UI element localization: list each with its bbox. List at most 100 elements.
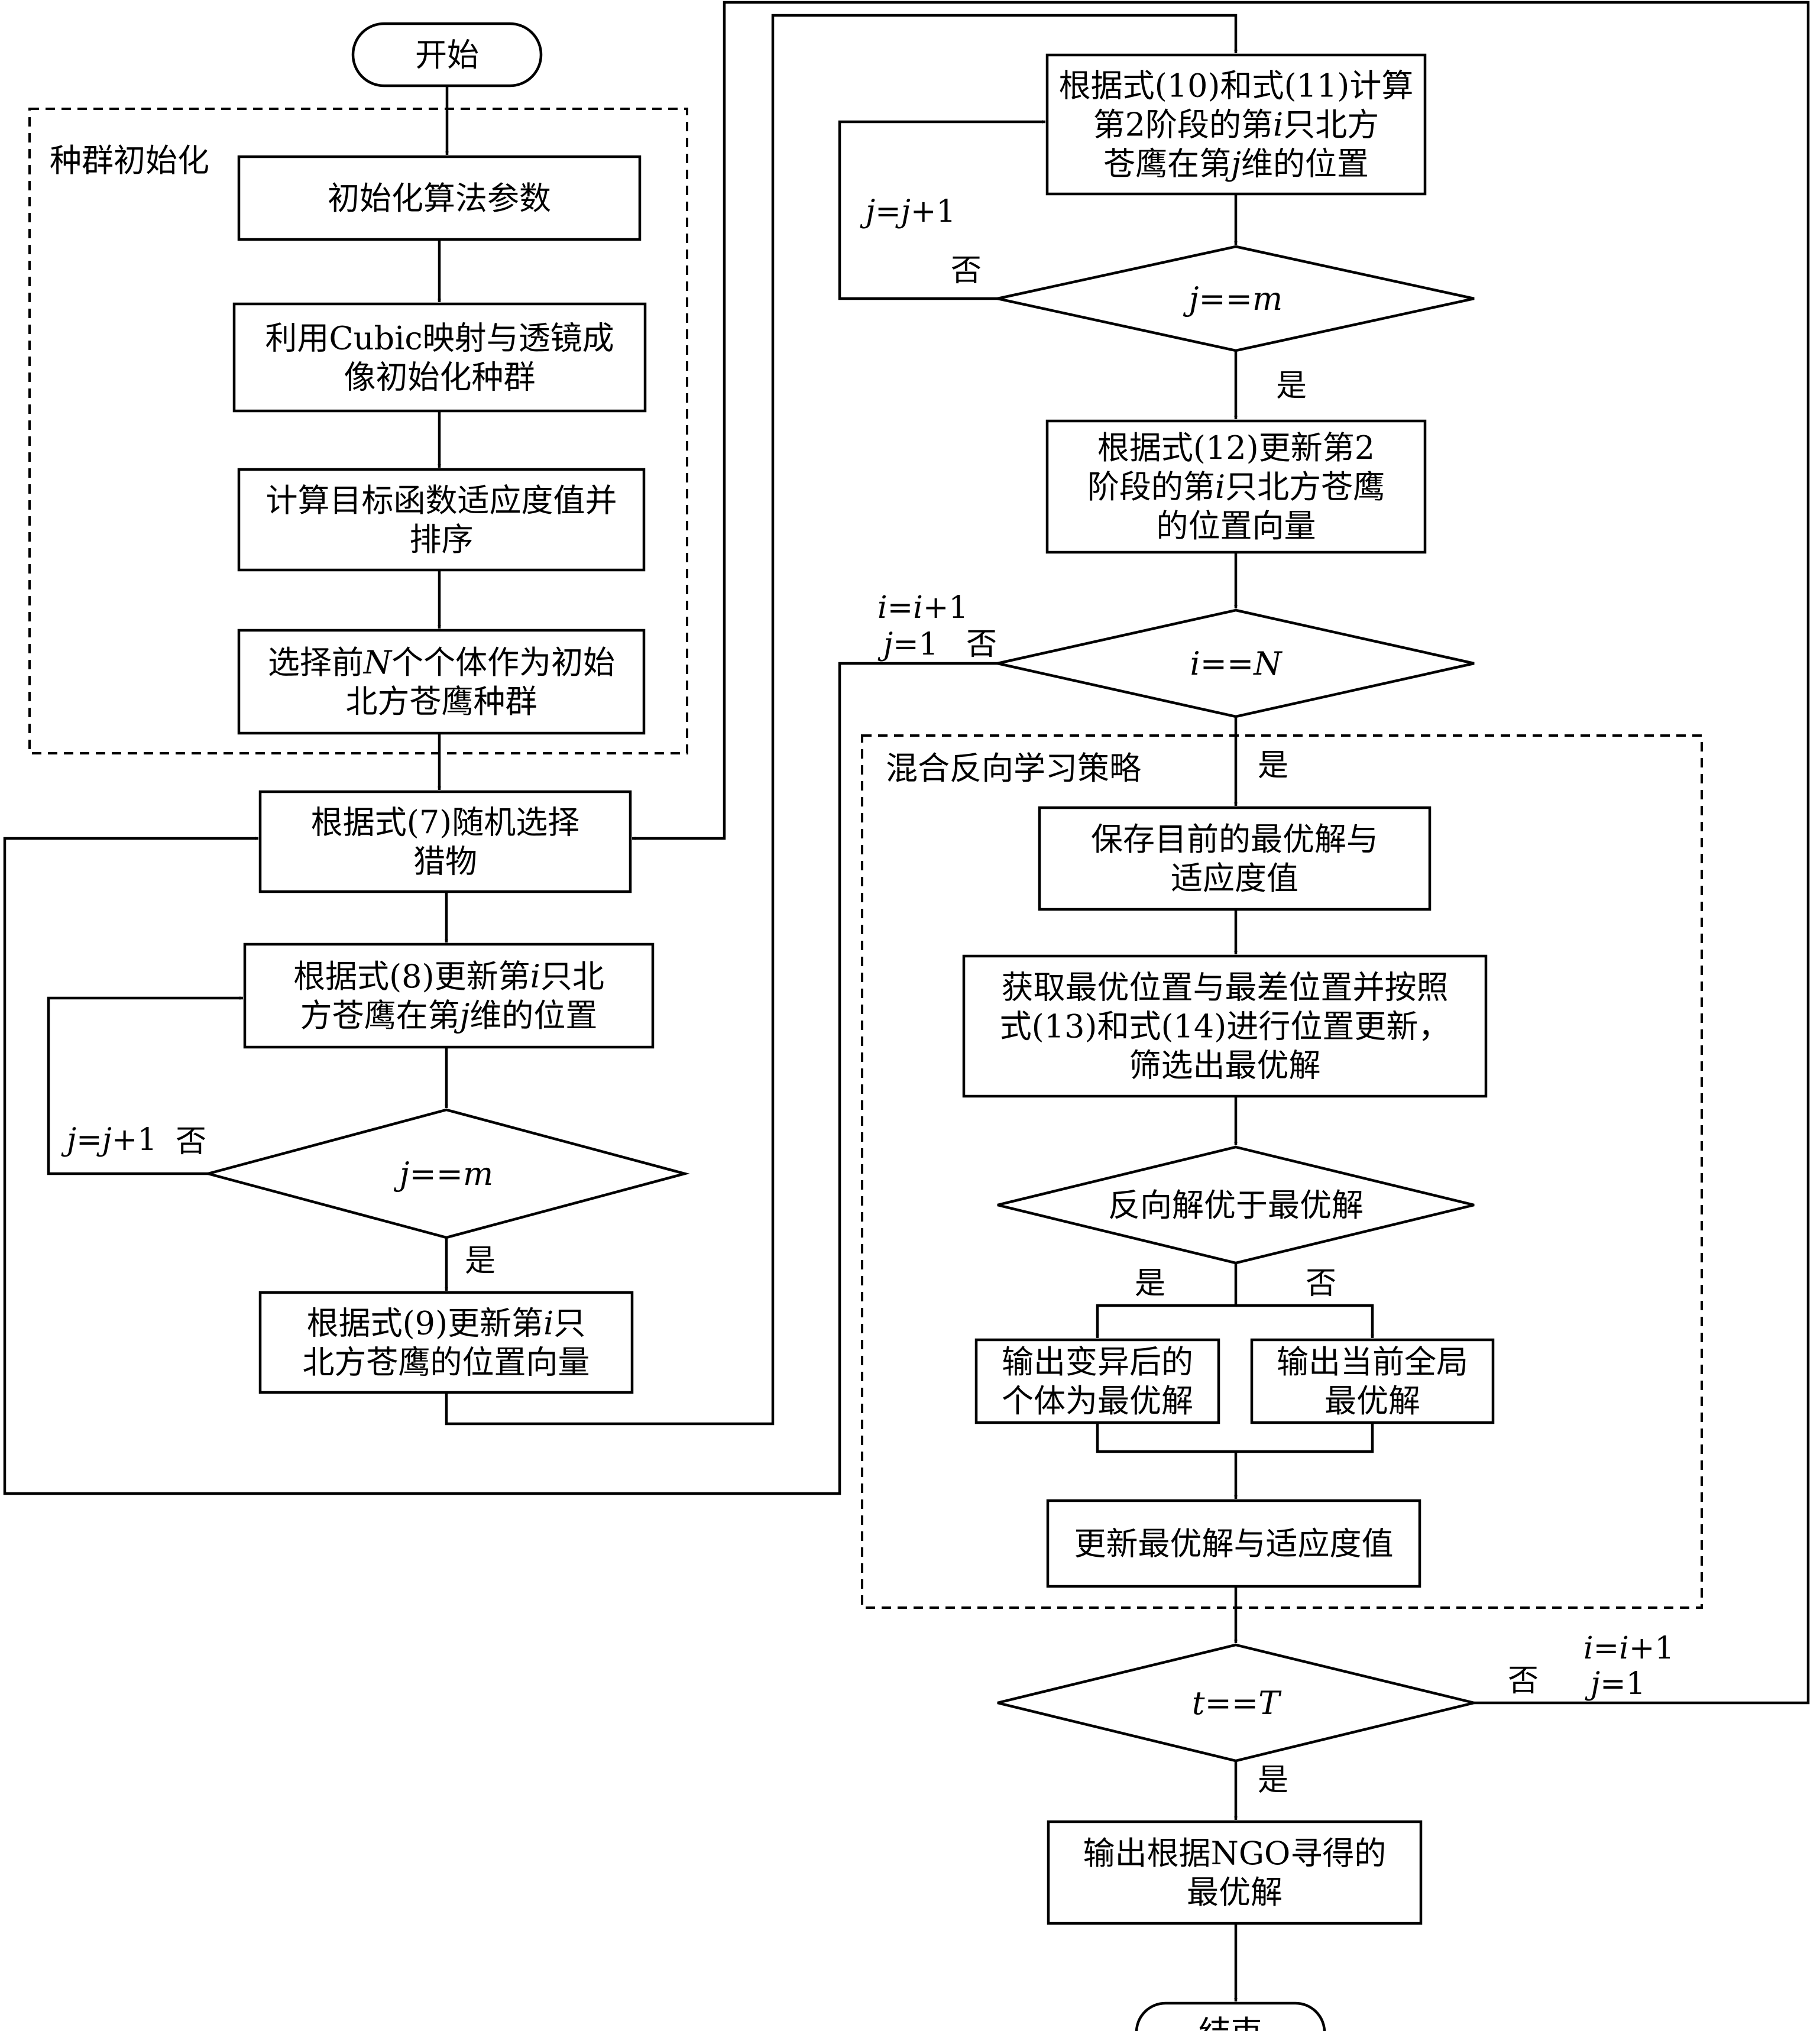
update_phase2_vec-text-line: 阶段的第i只北方苍鹰 — [1087, 468, 1385, 506]
connector-arrow — [445, 14, 1238, 1426]
process-box — [237, 155, 642, 241]
edge-label-i-no: 否 — [966, 627, 997, 662]
edge-label-reverse-no: 否 — [1306, 1266, 1336, 1301]
node-end: 结束 — [1135, 2001, 1326, 2031]
check_reverse-text-line: 反向解优于最优解 — [1108, 1187, 1364, 1224]
decision-diamond — [203, 1108, 690, 1239]
process-box — [974, 1338, 1220, 1424]
process-box — [232, 302, 647, 413]
get_positions-text-line: 式(13)和式(14)进行位置更新， — [1000, 1008, 1450, 1045]
process-box — [1045, 53, 1427, 196]
edge-label-j1-loop: j=j+1 — [61, 1122, 157, 1158]
check_j1-text-line: j==m — [394, 1155, 493, 1193]
update_phase2_dim-text-line: 根据式(10)和式(11)计算 — [1059, 67, 1414, 105]
group-title-init: 种群初始化 — [50, 142, 209, 179]
group-title-hybrid: 混合反向学习策略 — [886, 750, 1141, 787]
check_t-text-line: t==T — [1192, 1685, 1282, 1722]
edge-label-reverse-yes: 是 — [1135, 1266, 1165, 1301]
update_phase1_dim-text-line: 根据式(8)更新第i只北 — [293, 958, 604, 995]
cubic_init-text-line: 利用Cubic映射与透镜成 — [265, 320, 614, 357]
select_prey-text-line: 根据式(7)随机选择 — [311, 804, 580, 841]
process-box — [237, 629, 646, 735]
update_phase1_vec-text-line: 根据式(9)更新第i只 — [307, 1305, 586, 1342]
connector-arrow — [3, 662, 998, 1495]
check_j2-text-line: j==m — [1183, 280, 1283, 318]
terminator — [1135, 2001, 1326, 2031]
output_ngo-text-line: 输出根据NGO寻得的 — [1083, 1835, 1387, 1872]
node-check_reverse: 反向解优于最优解 — [997, 1145, 1475, 1265]
decision-diamond — [997, 608, 1475, 718]
update_phase1_vec-text-line: 北方苍鹰的位置向量 — [303, 1344, 590, 1381]
connector-arrow — [1096, 1423, 1374, 1453]
update_phase2_vec-text-line: 根据式(12)更新第2 — [1097, 429, 1375, 467]
output_global-text-line: 最优解 — [1324, 1382, 1420, 1420]
connector-arrow — [838, 120, 1046, 300]
update_phase2_dim-text-line: 苍鹰在第j维的位置 — [1103, 145, 1369, 183]
connector-arrow — [47, 996, 244, 1175]
terminator — [351, 22, 543, 88]
select_n-text-line: 选择前N个个体作为初始 — [268, 644, 615, 681]
node-init_params: 初始化算法参数 — [237, 155, 642, 241]
process-box — [243, 942, 655, 1049]
group-box-hybrid — [861, 734, 1703, 1609]
get_positions-text-line: 筛选出最优解 — [1129, 1047, 1321, 1084]
cubic_init-text-line: 像初始化种群 — [344, 359, 536, 396]
edge-label-j2-yes: 是 — [1276, 368, 1307, 404]
edge-label-i-loop-b: j=1 — [877, 627, 938, 662]
connector-arrow — [1236, 1304, 1374, 1339]
edge-label-i-yes: 是 — [1258, 748, 1288, 783]
node-check_j2: j==m — [997, 245, 1475, 352]
node-start: 开始 — [351, 22, 543, 88]
process-box — [1250, 1338, 1495, 1424]
output_ngo-text-line: 最优解 — [1187, 1874, 1283, 1911]
update_best-text-line: 更新最优解与适应度值 — [1074, 1525, 1394, 1563]
start-text-line: 开始 — [415, 37, 479, 74]
process-box — [1047, 1820, 1423, 1925]
end-text-line: 结束 — [1199, 2014, 1262, 2031]
node-check_j1: j==m — [203, 1108, 690, 1239]
calc_fitness-text-line: 计算目标函数适应度值并 — [266, 482, 617, 519]
edge-label-t-no: 否 — [1508, 1663, 1539, 1699]
save_best-text-line: 适应度值 — [1171, 860, 1298, 897]
edge-label-j1-yes: 是 — [465, 1243, 496, 1279]
edge-label-t-loop-b: j=1 — [1585, 1666, 1646, 1702]
calc_fitness-text-line: 排序 — [410, 521, 474, 558]
select_prey-text-line: 猎物 — [413, 843, 477, 880]
edge-label-t-yes: 是 — [1258, 1763, 1288, 1798]
update_phase1_dim-text-line: 方苍鹰在第j维的位置 — [300, 997, 598, 1034]
output_mutated-text-line: 个体为最优解 — [1002, 1382, 1193, 1420]
init_params-text-line: 初始化算法参数 — [328, 180, 551, 217]
process-box — [258, 1291, 634, 1394]
decision-diamond — [997, 1145, 1475, 1265]
node-update_best: 更新最优解与适应度值 — [1046, 1499, 1421, 1588]
get_positions-text-line: 获取最优位置与最差位置并按照 — [1002, 969, 1449, 1006]
connector-arrow — [632, 1, 1810, 1705]
edge-label-j1-no: 否 — [176, 1124, 206, 1159]
group-box-init — [28, 108, 688, 754]
output_global-text-line: 输出当前全局 — [1277, 1343, 1468, 1381]
edge-label-i-loop-a: i=i+1 — [877, 590, 969, 626]
decision-diamond — [997, 245, 1475, 352]
output_mutated-text-line: 输出变异后的 — [1002, 1343, 1193, 1381]
check_i-text-line: i==N — [1190, 645, 1283, 682]
edge-label-j2-loop: j=j+1 — [860, 194, 956, 229]
select_n-text-line: 北方苍鹰种群 — [346, 683, 537, 720]
update_phase2_vec-text-line: 的位置向量 — [1157, 507, 1316, 545]
save_best-text-line: 保存目前的最优解与 — [1091, 821, 1378, 858]
connector-arrow — [1096, 1263, 1238, 1339]
process-box — [1045, 419, 1427, 554]
decision-diamond — [997, 1643, 1475, 1763]
edge-label-t-loop-a: i=i+1 — [1583, 1631, 1675, 1666]
node-check_t: t==T — [997, 1643, 1475, 1763]
